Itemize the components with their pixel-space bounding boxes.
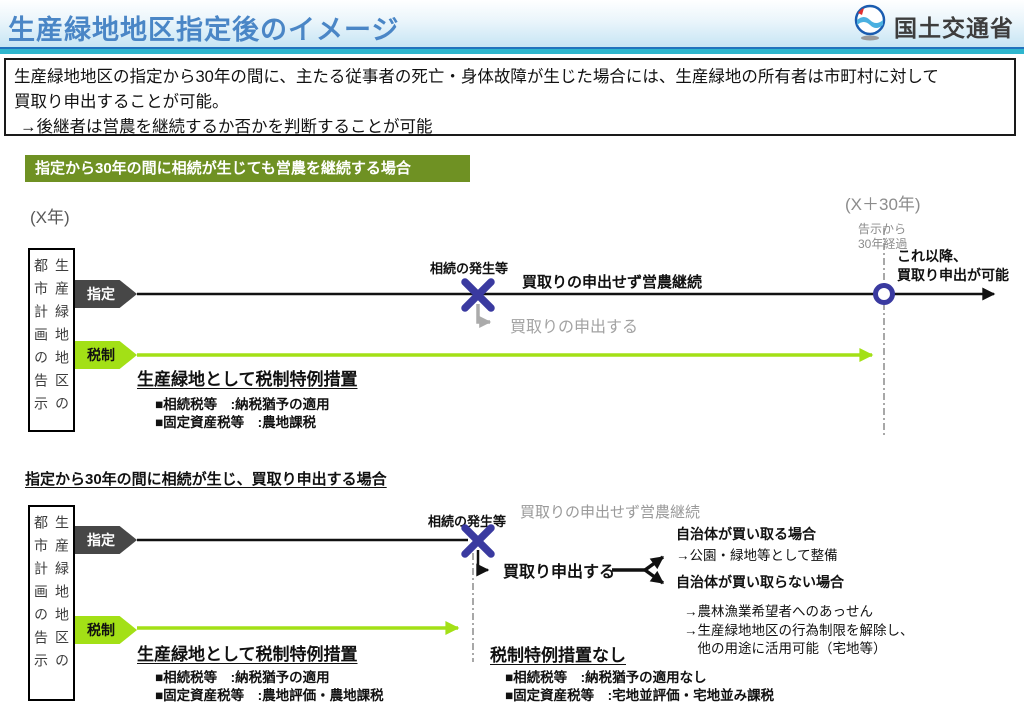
- intro-box: 生産緑地地区の指定から30年の間に、主たる従事者の死亡・身体故障が生じた場合には…: [4, 58, 1016, 136]
- intro-line-1: 生産緑地地区の指定から30年の間に、主たる従事者の死亡・身体故障が生じた場合には…: [14, 68, 939, 86]
- tax-item-inheritance-1: ■相続税等 :納税猶予の適用: [155, 397, 330, 412]
- fork-up-arrow: [643, 555, 665, 572]
- buyout-request-label-1: 買取りの申出する: [510, 319, 639, 336]
- axis-label-box-2: 生産緑地地区の 都市計画の告示: [28, 505, 75, 701]
- municipality-nobuy-title: 自治体が買い取らない場合: [676, 574, 844, 590]
- municipality-nobuy-item-3: 他の用途に活用可能（宅地等）: [684, 641, 887, 656]
- after-this-label: これ以降、 買取り申出が可能: [897, 248, 1009, 283]
- no-tax-item-property: ■固定資産税等 :宅地並評価・宅地並み課税: [505, 688, 775, 703]
- axis-box-col-right: 生産緑地地区の: [54, 515, 70, 676]
- header-rule-cyan: [0, 49, 1024, 54]
- intro-line-3: →後継者は営農を継続するか否かを判断することが可能: [20, 117, 433, 136]
- tax-item-property-2: ■固定資産税等 :農地評価・農地課税: [155, 688, 384, 703]
- no-tax-item-inheritance: ■相続税等 :納税猶予の適用なし: [505, 670, 707, 685]
- tax-item-property-1: ■固定資産税等 :農地課税: [155, 415, 317, 430]
- continue-farming-label-2: 買取りの申出せず営農継続: [520, 504, 701, 521]
- buyout-branch-arrow-1: [476, 304, 492, 328]
- intro-line-2: 買取り申出することが可能。: [14, 92, 229, 111]
- municipality-buys-title: 自治体が買い取る場合: [676, 526, 816, 542]
- intro-underlined-text: 営農を継続するか否かを判断することが可能: [102, 117, 433, 136]
- axis-box-col-right: 生産緑地地区の: [54, 258, 70, 419]
- page-title: 生産緑地地区指定後のイメージ: [8, 15, 400, 45]
- notice-elapsed-label: 告示から 30年経過: [858, 222, 908, 251]
- axis-box-col-left: 都市計画の告示: [33, 515, 49, 676]
- axis-label-box-1: 生産緑地地区の 都市計画の告示: [28, 248, 75, 432]
- designation-tag-1: 指定: [75, 280, 137, 308]
- tax-special-title-2: 生産緑地として税制特例措置: [137, 645, 358, 664]
- municipality-nobuy-item-1: →農林漁業希望者へのあっせん: [684, 604, 873, 619]
- tax-special-title-1: 生産緑地として税制特例措置: [137, 370, 358, 389]
- x-plus-30-label: (X＋30年): [845, 195, 921, 214]
- x-year-label: (X年): [30, 208, 70, 227]
- inheritance-label-2: 相続の発生等: [428, 514, 507, 529]
- inheritance-label-1: 相続の発生等: [430, 261, 509, 276]
- mlit-logo-icon: [852, 4, 888, 47]
- buyout-branch-arrow-2: [476, 550, 490, 577]
- header-rule-blue: [0, 47, 1024, 49]
- continue-farming-label-1: 買取りの申出せず営農継続: [522, 274, 703, 291]
- ministry-logo: 国土交通省: [852, 4, 1014, 47]
- tax-tag-1: 税制: [75, 341, 137, 369]
- section1-header: 指定から30年の間に相続が生じても営農を継続する場合: [25, 155, 470, 182]
- no-tax-special-title: 税制特例措置なし: [490, 646, 626, 665]
- inheritance-x-mark-1: [461, 278, 495, 312]
- tax-tag-2: 税制: [75, 616, 137, 644]
- 30yr-ring-mark: [873, 283, 895, 305]
- municipality-nobuy-item-2: →生産緑地地区の行為制限を解除し、: [684, 623, 914, 638]
- fork-down-arrow: [643, 568, 665, 585]
- municipality-buys-item: →公園・緑地等として整備: [676, 548, 838, 563]
- buyout-request-label-2: 買取り申出する: [503, 564, 616, 581]
- inheritance-x-mark-2: [461, 524, 495, 558]
- designation-tag-2: 指定: [75, 526, 137, 554]
- title-bar: [0, 0, 1024, 47]
- axis-box-col-left: 都市計画の告示: [33, 258, 49, 419]
- tax-item-inheritance-2: ■相続税等 :納税猶予の適用: [155, 670, 330, 685]
- section2-header: 指定から30年の間に相続が生じ、買取り申出する場合: [25, 471, 387, 488]
- ministry-name: 国土交通省: [894, 14, 1014, 41]
